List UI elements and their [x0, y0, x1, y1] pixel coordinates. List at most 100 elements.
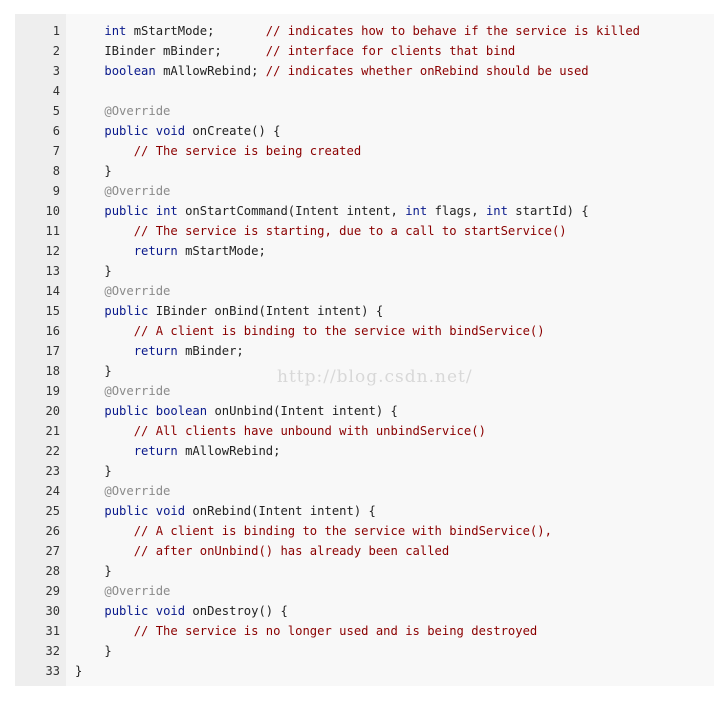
comment-token: // The service is starting, due to a cal…: [133, 224, 567, 238]
code-text: boolean mAllowRebind; // indicates wheth…: [75, 61, 588, 81]
line-number: 4: [52, 84, 60, 98]
line-number: 15: [45, 304, 60, 318]
code-token: [75, 504, 104, 518]
comment-token: // A client is binding to the service wi…: [133, 324, 545, 338]
code-line: 10 public int onStartCommand(Intent inte…: [15, 201, 714, 221]
code-token: [75, 624, 134, 638]
code-text: return mBinder;: [75, 341, 244, 361]
line-number: 20: [45, 404, 60, 418]
code-token: [75, 304, 104, 318]
code-token: [148, 404, 155, 418]
code-line: 29 @Override: [15, 581, 714, 601]
code-token: [75, 284, 104, 298]
comment-token: // interface for clients that bind: [265, 44, 516, 58]
code-token: }: [75, 644, 112, 658]
code-token: mAllowRebind;: [155, 64, 266, 78]
code-text: }: [75, 161, 112, 181]
line-number: 14: [45, 284, 60, 298]
annotation-token: @Override: [104, 384, 171, 398]
line-number: 3: [52, 64, 60, 78]
keyword-token: public: [104, 204, 149, 218]
code-line: 2 IBinder mBinder; // interface for clie…: [15, 41, 714, 61]
code-token: mStartMode;: [177, 244, 266, 258]
code-line: 8 }: [15, 161, 714, 181]
code-text: @Override: [75, 101, 170, 121]
comment-token: // A client is binding to the service wi…: [133, 524, 552, 538]
code-token: startId) {: [507, 204, 589, 218]
code-line: 28 }: [15, 561, 714, 581]
code-token: }: [75, 464, 112, 478]
code-line: 18 }: [15, 361, 714, 381]
code-text: public void onDestroy() {: [75, 601, 287, 621]
code-token: [75, 544, 134, 558]
line-number-gutter: [15, 14, 66, 686]
keyword-token: int: [405, 204, 428, 218]
line-number: 2: [52, 44, 60, 58]
code-token: [75, 404, 104, 418]
keyword-token: boolean: [155, 404, 208, 418]
code-token: [75, 524, 134, 538]
keyword-token: void: [155, 604, 186, 618]
code-line: 4: [15, 81, 714, 101]
code-token: [148, 124, 155, 138]
code-line: 13 }: [15, 261, 714, 281]
line-number: 26: [45, 524, 60, 538]
line-number: 31: [45, 624, 60, 638]
line-number: 10: [45, 204, 60, 218]
keyword-token: void: [155, 504, 186, 518]
code-line: 21 // All clients have unbound with unbi…: [15, 421, 714, 441]
code-text: public boolean onUnbind(Intent intent) {: [75, 401, 398, 421]
code-text: }: [75, 361, 112, 381]
code-line: 12 return mStartMode;: [15, 241, 714, 261]
code-line: 14 @Override: [15, 281, 714, 301]
code-token: [75, 344, 134, 358]
line-number: 21: [45, 424, 60, 438]
code-token: [148, 604, 155, 618]
code-token: flags,: [427, 204, 486, 218]
code-token: [75, 124, 104, 138]
code-token: [75, 244, 134, 258]
line-number: 11: [45, 224, 60, 238]
code-text: }: [75, 561, 112, 581]
code-token: }: [75, 364, 112, 378]
code-token: onRebind(Intent intent) {: [185, 504, 376, 518]
code-token: IBinder onBind(Intent intent) {: [148, 304, 384, 318]
line-number: 9: [52, 184, 60, 198]
line-number: 1: [52, 24, 60, 38]
annotation-token: @Override: [104, 284, 171, 298]
code-line: 33}: [15, 661, 714, 681]
keyword-token: public: [104, 304, 149, 318]
code-text: @Override: [75, 581, 170, 601]
code-text: // A client is binding to the service wi…: [75, 521, 552, 541]
line-number: 22: [45, 444, 60, 458]
code-token: [75, 324, 134, 338]
code-token: }: [75, 164, 112, 178]
line-number: 33: [45, 664, 60, 678]
code-line: 15 public IBinder onBind(Intent intent) …: [15, 301, 714, 321]
comment-token: // The service is being created: [133, 144, 362, 158]
code-line: 20 public boolean onUnbind(Intent intent…: [15, 401, 714, 421]
code-text: public void onCreate() {: [75, 121, 280, 141]
code-token: }: [75, 664, 83, 678]
code-text: // A client is binding to the service wi…: [75, 321, 545, 341]
keyword-token: public: [104, 404, 149, 418]
line-number: 25: [45, 504, 60, 518]
code-text: }: [75, 461, 112, 481]
code-text: // The service is starting, due to a cal…: [75, 221, 567, 241]
comment-token: // indicates how to behave if the servic…: [265, 24, 641, 38]
annotation-token: @Override: [104, 484, 171, 498]
code-token: }: [75, 264, 112, 278]
code-token: onStartCommand(Intent intent,: [177, 204, 406, 218]
code-token: [75, 424, 134, 438]
code-line: 30 public void onDestroy() {: [15, 601, 714, 621]
line-number: 5: [52, 104, 60, 118]
line-number: 13: [45, 264, 60, 278]
code-text: return mStartMode;: [75, 241, 266, 261]
code-line: 19 @Override: [15, 381, 714, 401]
code-text: }: [75, 661, 82, 681]
code-text: IBinder mBinder; // interface for client…: [75, 41, 515, 61]
code-token: }: [75, 564, 112, 578]
code-text: @Override: [75, 281, 170, 301]
code-line: 24 @Override: [15, 481, 714, 501]
code-line: 11 // The service is starting, due to a …: [15, 221, 714, 241]
